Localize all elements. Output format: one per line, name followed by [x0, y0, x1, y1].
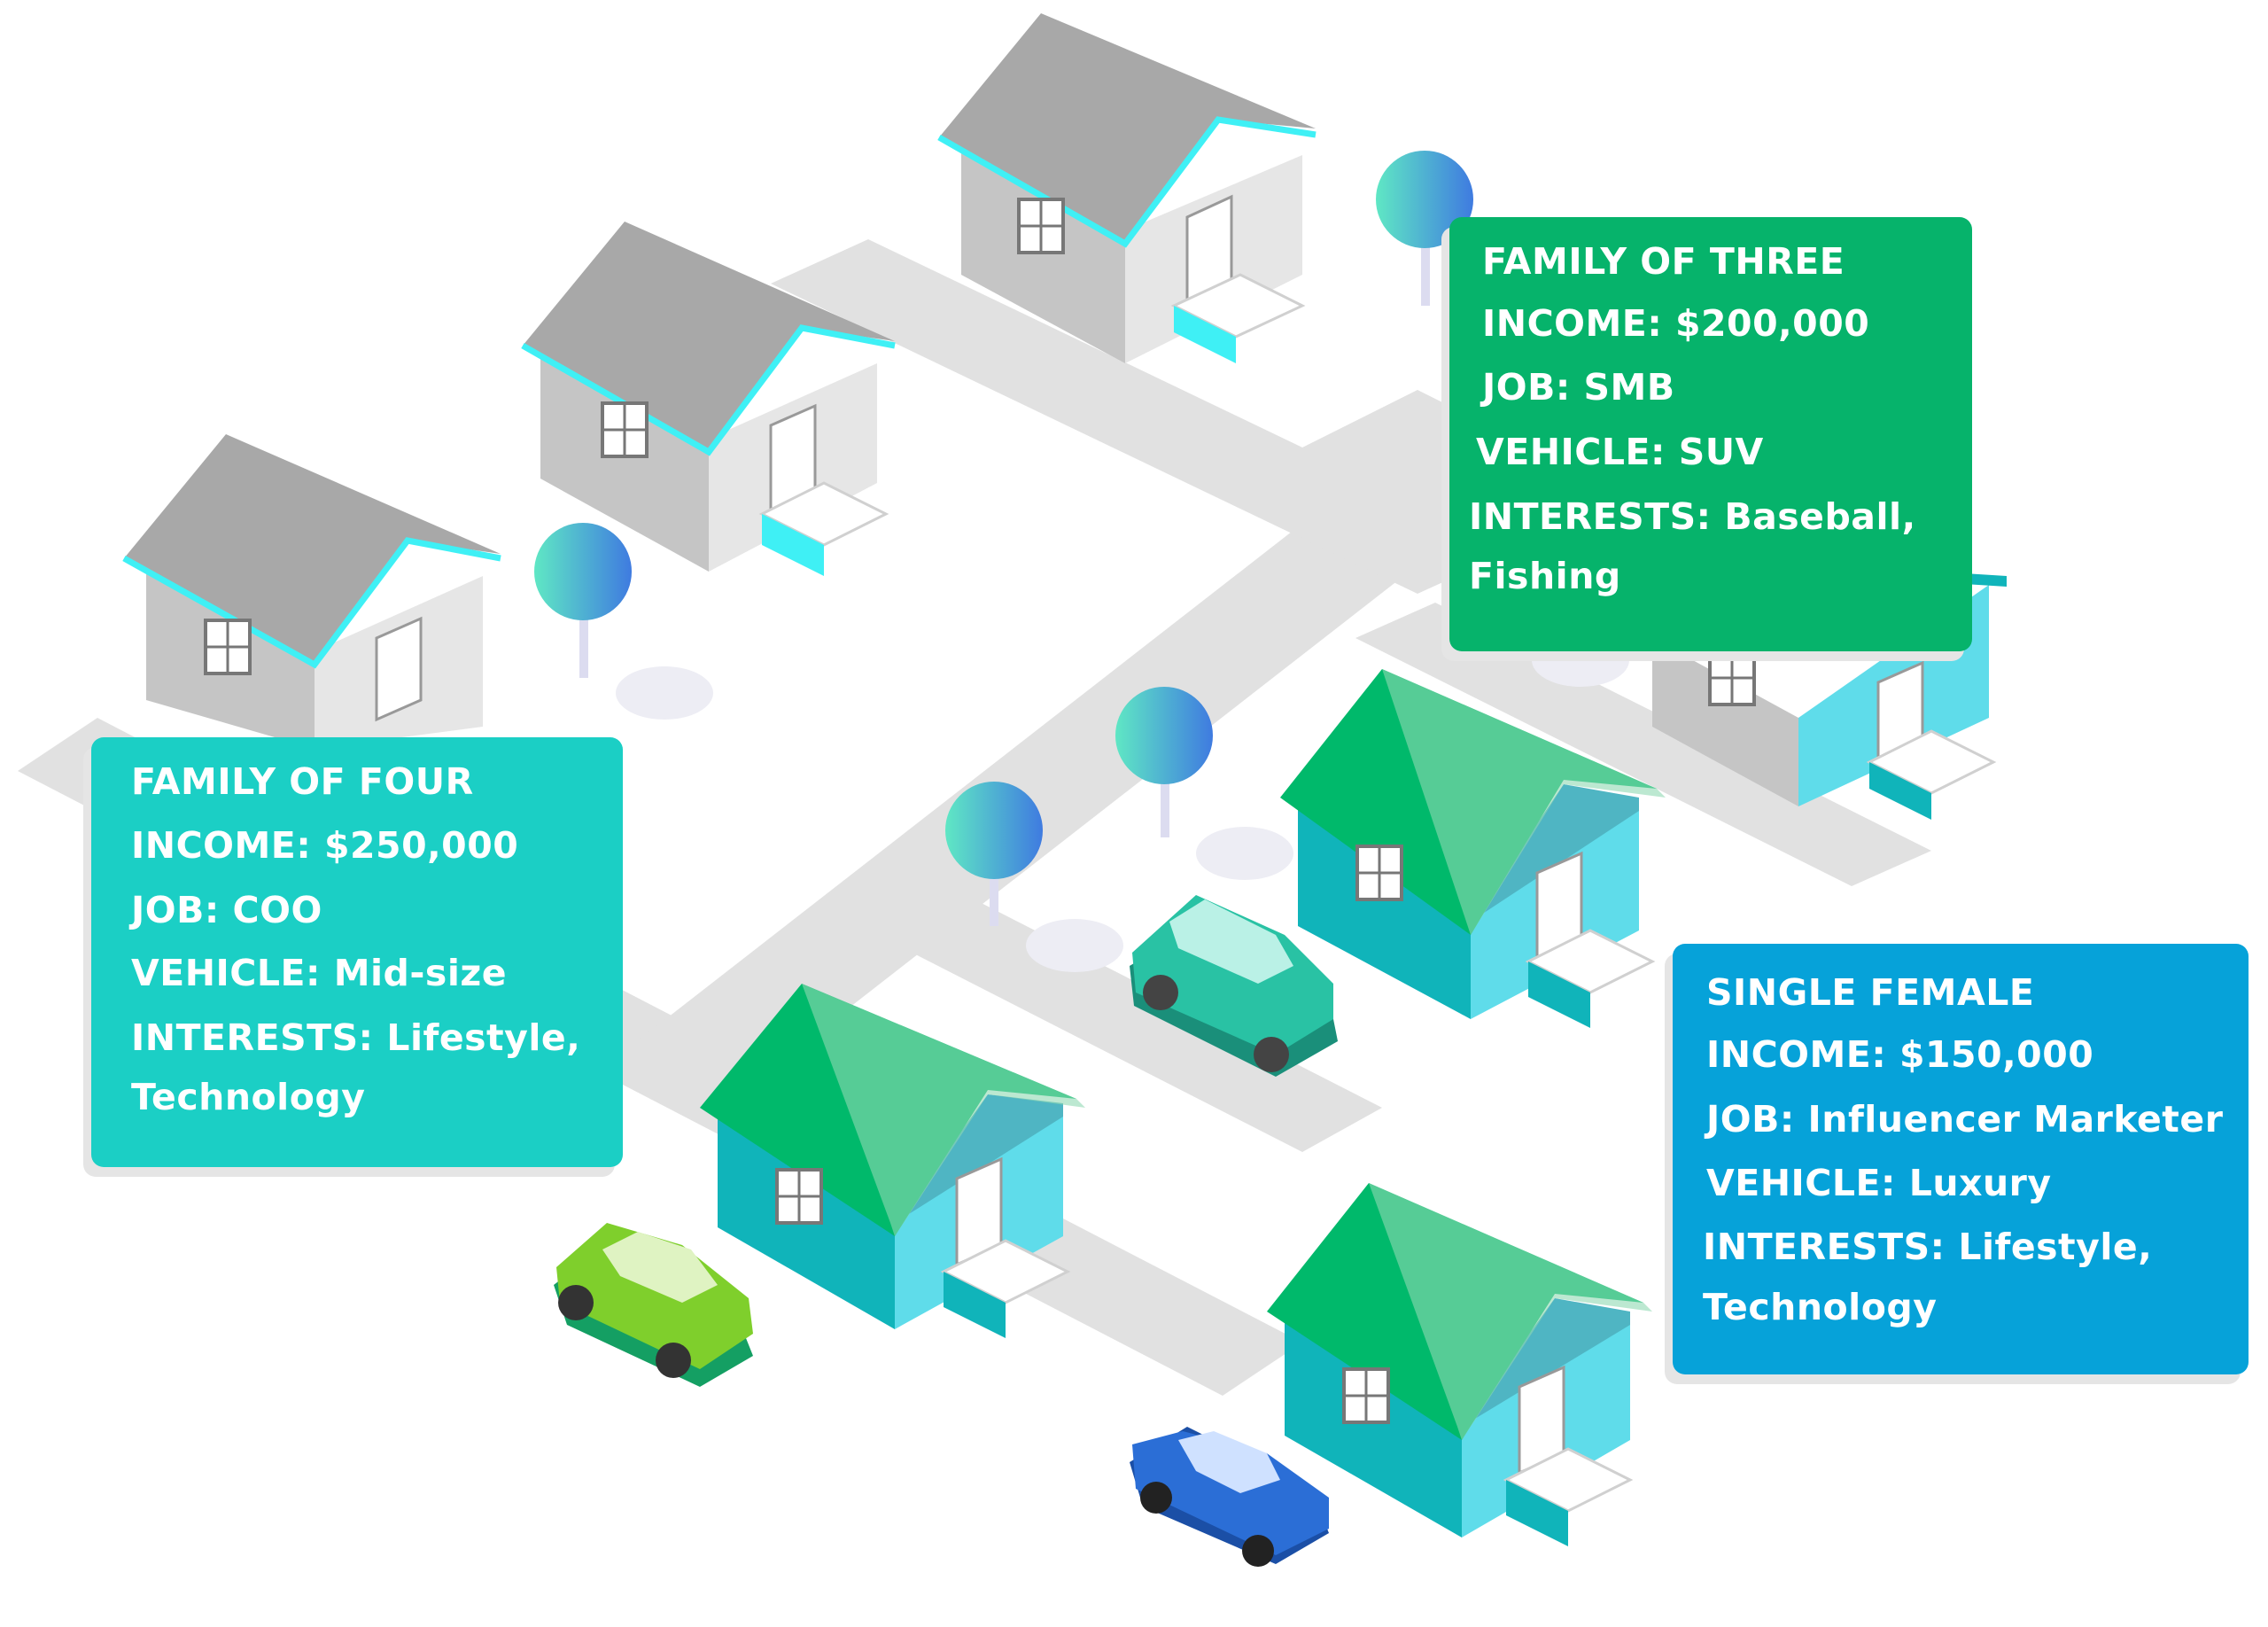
profile-card-family-of-four: FAMILY OF FOUR INCOME: $250,000 JOB: COO… [91, 737, 623, 1167]
road-shadow [1026, 919, 1123, 972]
card-interests: INTERESTS: Baseball, [1469, 495, 1916, 538]
roof-gable [1462, 1298, 1630, 1427]
door-icon [375, 616, 423, 722]
roof-gable [315, 545, 483, 651]
card-interests: INTERESTS: Lifestyle, [131, 1016, 581, 1059]
roof [523, 222, 895, 452]
roof-gable [895, 1094, 1063, 1223]
roof [939, 13, 1316, 244]
house-green-lower-right [1267, 1183, 1652, 1546]
house-green-center [1280, 669, 1666, 1028]
roof [124, 434, 501, 665]
card-vehicle: VEHICLE: Mid-size [131, 952, 508, 994]
house-green-lower-left [700, 984, 1085, 1338]
card-heading: FAMILY OF FOUR [131, 760, 474, 803]
card-job: JOB: COO [131, 889, 322, 931]
card-income: INCOME: $200,000 [1482, 302, 1870, 345]
wall-left [540, 346, 709, 572]
profile-card-single-female: SINGLE FEMALE INCOME: $150,000 JOB: Infl… [1673, 944, 2249, 1374]
card-income: INCOME: $150,000 [1706, 1033, 2094, 1076]
road-diagonal [620, 448, 1506, 1103]
wall-left [1652, 638, 1798, 806]
roof-trim [937, 116, 1317, 248]
card-interests-continued: Fishing [1469, 555, 1621, 597]
road-shadow [1196, 827, 1293, 880]
card-income: INCOME: $250,000 [131, 824, 519, 867]
road-lower-branch [886, 895, 1382, 1152]
card-job: JOB: Influencer Marketer [1706, 1098, 2224, 1140]
roof-gable [709, 332, 877, 439]
tree [534, 523, 632, 678]
card-heading: SINGLE FEMALE [1706, 971, 2035, 1014]
roof-ridge [1382, 669, 1666, 935]
card-interests: INTERESTS: Lifestyle, [1703, 1226, 2153, 1268]
car-sports [1130, 1427, 1329, 1567]
profile-card-family-of-three: FAMILY OF THREE INCOME: $200,000 JOB: SM… [1449, 217, 1972, 651]
car-compact [554, 1223, 753, 1387]
card-job: JOB: SMB [1482, 366, 1675, 409]
card-interests-continued: Technology [131, 1076, 366, 1118]
roof-ridge [1369, 1183, 1652, 1440]
tree [945, 782, 1043, 926]
road-shadow [616, 666, 713, 720]
roof-ridge [802, 984, 1085, 1236]
tree [1376, 151, 1473, 306]
road-right-branch [1355, 603, 1931, 886]
roof-gable [1125, 106, 1302, 230]
wall-left [1298, 802, 1471, 1019]
house-gray-left [122, 434, 501, 749]
car-suv [1130, 895, 1338, 1077]
house-gray-middle [521, 222, 896, 576]
card-vehicle: VEHICLE: Luxury [1706, 1162, 2052, 1204]
tree [1115, 687, 1213, 837]
wall-left [1285, 1312, 1462, 1537]
roof-trim [122, 537, 501, 669]
card-interests-continued: Technology [1703, 1286, 1938, 1328]
card-heading: FAMILY OF THREE [1482, 240, 1845, 283]
roof-gable [1471, 784, 1639, 922]
card-vehicle: VEHICLE: SUV [1476, 431, 1764, 473]
roof-trim [521, 324, 896, 456]
house-gray-top [937, 13, 1317, 363]
